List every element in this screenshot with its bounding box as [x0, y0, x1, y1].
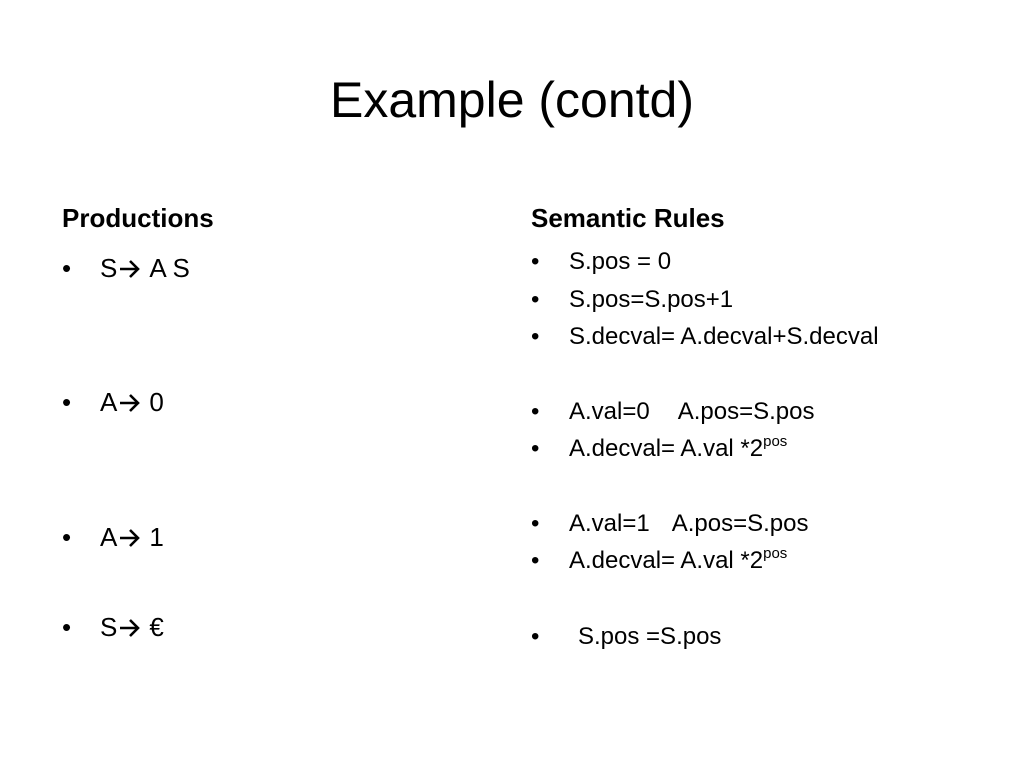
rule-part: A.pos=S.pos	[671, 510, 809, 537]
rule-base: A.decval= A.val *2	[569, 547, 764, 574]
rule-text: A.val=0 A.pos=S.pos	[569, 397, 814, 427]
rule-item: • S.pos=S.pos+1	[531, 285, 1011, 315]
bullet-icon: •	[531, 547, 540, 574]
rule-text: A.decval= A.val *2pos	[569, 434, 787, 464]
bullet-icon: •	[531, 623, 540, 650]
right-arrow-icon	[120, 619, 141, 637]
bullet-icon: •	[531, 510, 540, 537]
rule-text: S.decval= A.decval+S.decval	[569, 323, 879, 350]
production-lhs: A	[100, 387, 118, 417]
bullet-icon: •	[62, 612, 72, 642]
right-arrow-icon	[120, 260, 141, 278]
bullet-icon: •	[531, 323, 540, 350]
production-text: S€	[100, 611, 164, 643]
production-lhs: A	[100, 522, 118, 552]
production-rhs: 0	[149, 387, 164, 417]
rule-text: A.val=1 A.pos=S.pos	[569, 509, 808, 539]
production-lhs: S	[100, 612, 118, 642]
production-lhs: S	[100, 253, 118, 283]
rule-item: • A.decval= A.val *2pos	[531, 434, 1011, 464]
rule-text: S.pos=S.pos+1	[569, 286, 734, 313]
bullet-icon: •	[62, 387, 72, 417]
rule-item: • S.decval= A.decval+S.decval	[531, 322, 1011, 352]
production-rhs: €	[149, 612, 164, 642]
slide-title: Example (contd)	[329, 72, 695, 128]
rule-base: A.decval= A.val *2	[569, 435, 764, 462]
production-rhs: A S	[149, 253, 190, 283]
rule-text: A.decval= A.val *2pos	[569, 546, 787, 576]
rule-item: • A.val=0 A.pos=S.pos	[531, 397, 1011, 427]
rule-part: A.val=0	[569, 398, 650, 425]
production-rhs: 1	[149, 522, 164, 552]
rule-part: A.pos=S.pos	[677, 398, 815, 425]
rule-item: • A.val=1 A.pos=S.pos	[531, 509, 1011, 539]
right-arrow-icon	[120, 529, 141, 547]
rule-part: A.val=1	[569, 510, 650, 537]
rule-item: • A.decval= A.val *2pos	[531, 546, 1011, 576]
rule-text: S.pos = 0	[569, 248, 672, 275]
production-item: • S A S	[62, 252, 462, 284]
rule-text: S.pos =S.pos	[578, 623, 722, 650]
rule-superscript: pos	[763, 433, 788, 450]
bullet-icon: •	[531, 286, 540, 313]
rule-item: • S.pos = 0	[531, 247, 1011, 277]
rule-superscript: pos	[763, 545, 788, 562]
production-item: • S€	[62, 611, 462, 643]
bullet-icon: •	[531, 398, 540, 425]
bullet-icon: •	[62, 522, 72, 552]
rule-item: • S.pos =S.pos	[531, 622, 1011, 652]
productions-heading: Productions	[62, 203, 214, 233]
bullet-icon: •	[62, 253, 72, 283]
bullet-icon: •	[531, 248, 540, 275]
right-arrow-icon	[120, 394, 141, 412]
bullet-icon: •	[531, 435, 540, 462]
semantic-rules-heading: Semantic Rules	[531, 203, 725, 233]
